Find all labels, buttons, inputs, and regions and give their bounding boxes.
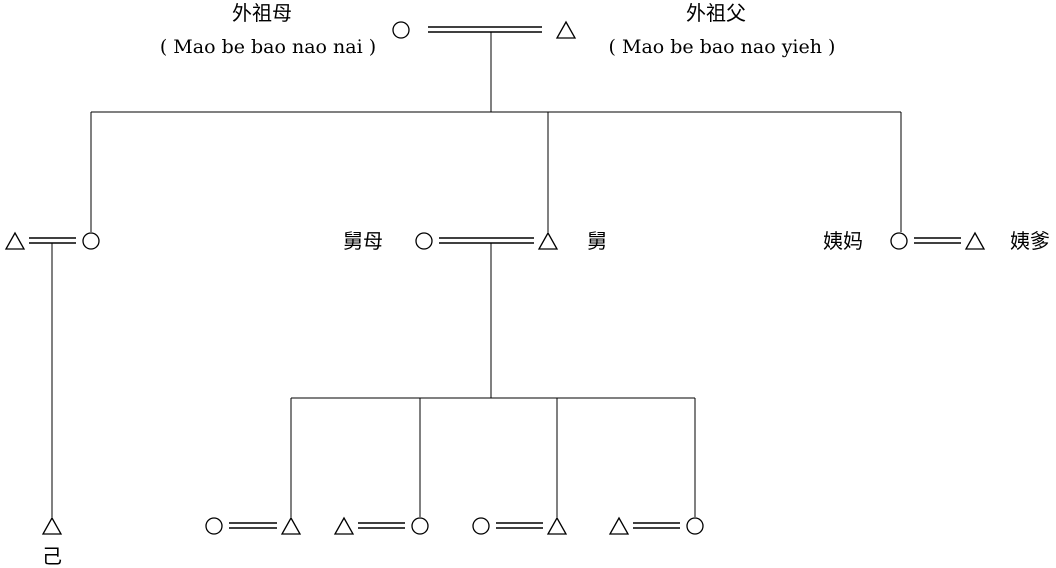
label-maternal-grandfather: 外祖父 — [686, 1, 746, 25]
female-symbol-mother — [82, 232, 100, 250]
male-symbol-cousin-3 — [546, 516, 568, 535]
male-symbol-cousin-1 — [280, 516, 302, 535]
label-uncle-wife: 舅母 — [343, 229, 383, 253]
female-symbol-cousin-1-spouse — [205, 517, 223, 535]
label-maternal-grandmother-term: ( Mao be bao nao nai ) — [160, 36, 376, 58]
female-symbol-cousin-2 — [411, 517, 429, 535]
label-ego: 己 — [42, 544, 62, 568]
female-symbol-cousin-3-spouse — [472, 517, 490, 535]
female-symbol-cousin-4 — [686, 517, 704, 535]
marriage-line-cousin-3 — [496, 522, 543, 529]
marriage-line-cousin-1 — [229, 522, 277, 529]
marriage-line-cousin-2 — [358, 522, 405, 529]
marriage-line-parents — [29, 237, 76, 244]
marriage-line-grandparents — [428, 26, 542, 33]
male-symbol-ego — [41, 516, 63, 535]
marriage-line-uncle — [439, 237, 534, 244]
female-symbol-maternal-grandmother — [392, 21, 410, 39]
female-symbol-uncle-wife — [415, 232, 433, 250]
label-uncle: 舅 — [587, 229, 607, 253]
marriage-line-cousin-4 — [633, 522, 680, 529]
label-aunt-husband: 姨爹 — [1010, 229, 1050, 253]
label-maternal-grandmother: 外祖母 — [232, 1, 292, 25]
male-symbol-cousin-4-spouse — [608, 516, 630, 535]
male-symbol-maternal-grandfather — [555, 20, 577, 39]
male-symbol-aunt-husband — [964, 231, 986, 250]
female-symbol-aunt — [890, 232, 908, 250]
male-symbol-uncle — [537, 231, 559, 250]
marriage-line-aunt — [914, 237, 961, 244]
label-aunt: 姨妈 — [823, 229, 863, 253]
male-symbol-cousin-2-spouse — [333, 516, 355, 535]
male-symbol-father — [4, 231, 26, 250]
label-maternal-grandfather-term: ( Mao be bao nao yieh ) — [609, 36, 836, 58]
